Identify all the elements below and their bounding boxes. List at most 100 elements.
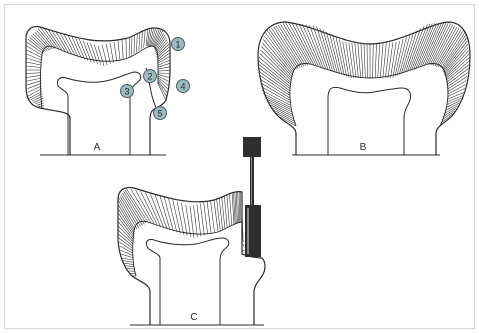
panel-c-label: C bbox=[190, 312, 197, 323]
enamel-hatch-line bbox=[141, 191, 158, 225]
enamel-hatch-line bbox=[157, 49, 170, 59]
enamel-hatch-line bbox=[27, 54, 43, 60]
callout-1-label: 1 bbox=[175, 40, 180, 50]
enamel-hatch-line bbox=[200, 203, 204, 235]
panel-c-pulp-chamber bbox=[146, 238, 228, 325]
enamel-hatch-line bbox=[349, 42, 354, 78]
enamel-hatch-line bbox=[124, 263, 134, 264]
enamel-hatch-line bbox=[94, 45, 101, 65]
enamel-hatch-line bbox=[330, 34, 340, 74]
enamel-hatch-line bbox=[227, 194, 230, 226]
panel-c-tooth-outline bbox=[118, 188, 265, 326]
enamel-hatch-line bbox=[207, 202, 211, 234]
callout-3: 3 bbox=[121, 85, 134, 98]
enamel-hatch-line bbox=[129, 271, 135, 272]
enamel-hatch-line bbox=[358, 43, 361, 78]
callout-3-label: 3 bbox=[124, 87, 129, 97]
instrument-shank-highlight bbox=[251, 157, 252, 205]
enamel-hatch-line bbox=[239, 192, 240, 223]
enamel-hatch-line bbox=[123, 261, 134, 263]
enamel-hatch-line bbox=[259, 57, 291, 84]
enamel-hatch-line bbox=[121, 258, 133, 260]
callout-5: 5 bbox=[154, 107, 167, 120]
enamel-hatch-line bbox=[26, 66, 41, 68]
enamel-hatch-line bbox=[364, 44, 365, 78]
enamel-hatch-line bbox=[158, 63, 170, 67]
figure-frame bbox=[5, 5, 475, 329]
callout-2: 2 bbox=[144, 70, 157, 83]
enamel-hatch-line bbox=[173, 200, 180, 233]
enamel-hatch-line bbox=[447, 76, 467, 89]
enamel-hatch-line bbox=[259, 68, 290, 91]
instrument-handle-top bbox=[243, 137, 261, 157]
enamel-hatch-line bbox=[296, 23, 317, 66]
callout-1: 1 bbox=[172, 38, 185, 51]
enamel-hatch-line bbox=[158, 67, 170, 69]
enamel-hatch-line bbox=[442, 34, 466, 69]
enamel-hatch-line bbox=[150, 194, 163, 228]
enamel-hatch-line bbox=[375, 44, 376, 78]
enamel-hatch-line bbox=[367, 44, 368, 78]
panel-a-label: A bbox=[94, 142, 101, 153]
enamel-hatch-line bbox=[441, 113, 453, 123]
enamel-hatch-line bbox=[361, 43, 363, 78]
enamel-hatch-line bbox=[127, 268, 134, 269]
callout-2-label: 2 bbox=[147, 72, 152, 82]
enamel-hatch-line bbox=[204, 203, 208, 235]
callout-5-label: 5 bbox=[157, 109, 162, 119]
enamel-hatch-line bbox=[211, 201, 215, 233]
enamel-hatch-line bbox=[177, 202, 184, 235]
enamel-hatch-line bbox=[229, 193, 231, 225]
enamel-hatch-line bbox=[139, 32, 140, 51]
callout-4: 4 bbox=[177, 80, 190, 93]
enamel-hatch-line bbox=[446, 57, 470, 79]
panel-a: 1 2 3 4 5 A bbox=[26, 27, 190, 155]
panel-b-dentin-boundary bbox=[290, 64, 448, 127]
enamel-hatch-line bbox=[197, 204, 201, 236]
panel-b-pulp-chamber bbox=[328, 87, 411, 155]
enamel-hatch-line bbox=[27, 78, 42, 81]
enamel-hatch-line bbox=[68, 35, 78, 57]
enamel-hatch-line bbox=[37, 103, 44, 105]
enamel-hatch-line bbox=[346, 42, 352, 78]
enamel-hatch-line bbox=[397, 37, 406, 76]
callout-4-label: 4 bbox=[180, 82, 185, 92]
enamel-hatch-line bbox=[326, 32, 337, 73]
enamel-hatch-line bbox=[141, 31, 142, 50]
enamel-hatch-line bbox=[118, 217, 134, 238]
panel-b: B bbox=[258, 22, 470, 155]
enamel-hatch-line bbox=[118, 41, 120, 61]
enamel-hatch-line bbox=[373, 44, 374, 78]
enamel-hatch-line bbox=[38, 106, 43, 107]
enamel-hatch-line bbox=[169, 199, 177, 232]
enamel-hatch-line bbox=[258, 61, 290, 87]
enamel-hatch-line bbox=[118, 234, 133, 246]
enamel-hatch-line bbox=[278, 25, 304, 66]
enamel-hatch-line bbox=[110, 43, 114, 63]
enamel-hatch-line bbox=[158, 70, 170, 71]
enamel-hatch-line bbox=[276, 26, 302, 67]
enamel-hatch-line bbox=[126, 266, 135, 267]
enamel-hatch-line bbox=[224, 195, 227, 227]
panel-c: C bbox=[118, 137, 265, 325]
enamel-hatch-line bbox=[26, 73, 41, 74]
enamel-hatch-line bbox=[193, 205, 197, 237]
instrument bbox=[243, 137, 261, 257]
panel-b-enamel-hatching bbox=[258, 22, 470, 126]
panel-b-label: B bbox=[360, 142, 367, 153]
enamel-hatch-line bbox=[26, 58, 41, 63]
enamel-hatch-line bbox=[378, 43, 380, 78]
enamel-hatch-line bbox=[28, 86, 42, 92]
instrument-head-highlight bbox=[247, 208, 249, 254]
enamel-hatch-line bbox=[114, 42, 117, 62]
enamel-hatch-line bbox=[144, 29, 146, 47]
enamel-hatch-line bbox=[380, 43, 383, 78]
enamel-hatch-line bbox=[136, 33, 137, 52]
enamel-hatch-line bbox=[27, 75, 42, 77]
panel-a-enamel-hatching bbox=[26, 27, 170, 108]
enamel-hatch-line bbox=[158, 73, 170, 74]
enamel-hatch-line bbox=[64, 34, 75, 56]
enamel-hatch-line bbox=[158, 82, 167, 96]
enamel-hatch-line bbox=[134, 35, 135, 54]
